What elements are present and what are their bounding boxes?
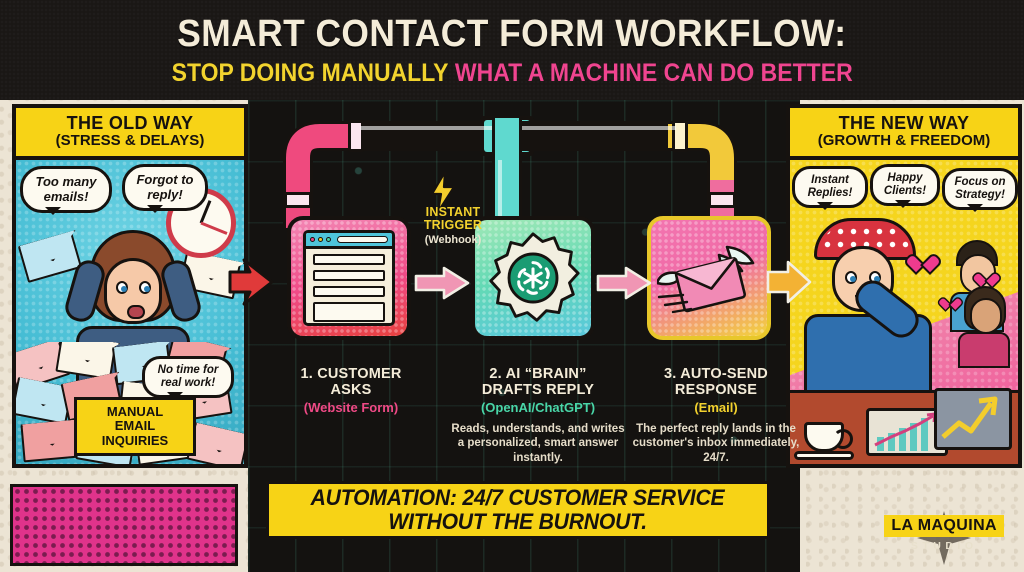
trigger-webhook-text: (Webhook) [424, 233, 482, 246]
step-1-source: (Website Form) [303, 400, 399, 416]
form-field-2 [313, 270, 385, 281]
step-1-title: 1. CUSTOMER [300, 366, 402, 382]
old-way-panel: THE OLD WAY (STRESS & DELAYS) [12, 104, 248, 468]
arrow-step2-to-step3-icon [596, 266, 652, 300]
winged-envelope-icon [657, 245, 755, 314]
new-way-subheading: (GROWTH & FREEDOM) [817, 132, 991, 150]
instant-trigger-label: INSTANT TRIGGER (Webhook) [407, 205, 499, 246]
old-way-artwork: Too many emails! Forgot to reply! No tim… [16, 160, 244, 464]
speech-bubble-focus-on-strategy: Focus on Strategy! [942, 168, 1018, 212]
title-bar: SMART CONTACT FORM WORKFLOW: STOP DOING … [0, 0, 1024, 100]
form-message-field [313, 302, 385, 322]
heart-icon [912, 256, 930, 273]
step-3-title-line2: RESPONSE [674, 382, 758, 399]
step-3-card[interactable] [647, 216, 771, 340]
logo-name: LA MAQUINA [884, 515, 1004, 537]
new-way-header: THE NEW WAY (GROWTH & FREEDOM) [790, 108, 1018, 160]
mouth [127, 305, 145, 319]
browser-form-icon [303, 230, 395, 326]
step-3-description: The perfect reply lands in the customer'… [632, 423, 800, 464]
step-1-title-line2: ASKS [330, 382, 372, 399]
speech-bubble-forgot-to-reply: Forgot to reply! [122, 164, 208, 214]
window-dot-red [310, 237, 315, 242]
rosie-riveter-icon [804, 218, 932, 418]
speech-bubble-no-time: No time for real work! [142, 356, 234, 400]
studio-logo[interactable]: LA MAQUINA STUDIO [884, 511, 1004, 565]
face [970, 298, 1002, 334]
eye-left [116, 281, 128, 294]
trigger-line-1: INSTANT [425, 205, 481, 219]
step-3-title: 3. AUTO-SEND [664, 366, 768, 382]
window-dot-green [326, 237, 331, 242]
trigger-line-2: TRIGGER [423, 218, 483, 233]
step-3-source: (Email) [694, 400, 738, 416]
arrow-step3-to-new-icon [766, 260, 812, 304]
automation-banner: AUTOMATION: 24/7 CUSTOMER SERVICE WITHOU… [266, 481, 770, 539]
page-subtitle: STOP DOING MANUALLY WHAT A MACHINE CAN D… [171, 58, 853, 87]
form-field-3 [313, 286, 385, 297]
manual-email-inquiries-tag: MANUAL EMAIL INQUIRIES [74, 397, 196, 456]
heart-icon [978, 274, 992, 288]
happy-client-female-icon [958, 286, 1012, 368]
browser-titlebar [306, 233, 392, 249]
diamond-star-icon [917, 511, 972, 565]
arrow-old-to-step1-icon [228, 258, 274, 306]
pipe-system-graphic [283, 116, 737, 228]
banner-line-1: AUTOMATION: 24/7 CUSTOMER SERVICE [311, 485, 725, 511]
torso [958, 332, 1010, 368]
old-way-subheading: (STRESS & DELAYS) [55, 132, 205, 150]
laptop-growth-icon [934, 388, 1012, 450]
new-way-panel: THE NEW WAY (GROWTH & FREEDOM) [786, 104, 1022, 468]
heart-icon [943, 299, 956, 311]
subtitle-yellow-part: STOP DOING MANUALLY [171, 58, 449, 87]
new-way-heading: THE NEW WAY [838, 113, 970, 134]
step-2-title-line2: DRAFTS REPLY [481, 382, 595, 399]
speech-bubble-instant-replies: Instant Replies! [792, 166, 868, 210]
speech-bubble-too-many-emails: Too many emails! [20, 166, 112, 216]
eye-right [139, 281, 151, 294]
subtitle-pink-part: WHAT A MACHINE CAN DO BETTER [454, 58, 853, 87]
eye-left [845, 271, 857, 284]
speech-bubble-happy-clients: Happy Clients! [870, 164, 940, 208]
form-field-1 [313, 254, 385, 265]
arrow-step1-to-step2-icon [414, 266, 470, 300]
step-2-description: Reads, understands, and writes a persona… [451, 423, 625, 464]
coffee-cup-icon [804, 422, 853, 452]
step-2-title: 2. AI “BRAIN” [489, 366, 587, 382]
window-dot-yellow [318, 237, 323, 242]
old-way-header: THE OLD WAY (STRESS & DELAYS) [16, 108, 244, 160]
saucer [794, 451, 854, 460]
banner-line-2: WITHOUT THE BURNOUT. [388, 509, 648, 534]
browser-address-bar [337, 236, 388, 243]
lightning-bolt-icon [430, 172, 456, 212]
step-2-source: (OpenAI/ChatGPT) [480, 400, 596, 416]
magenta-halftone-block [10, 484, 238, 566]
gear-openai-icon [489, 232, 580, 322]
new-way-artwork: Instant Replies! Happy Clients! Focus on… [790, 160, 1018, 464]
step-1-card[interactable] [287, 216, 411, 340]
page-title: SMART CONTACT FORM WORKFLOW: [177, 12, 847, 55]
old-way-heading: THE OLD WAY [66, 113, 194, 134]
face [104, 258, 162, 324]
step-2-caption: 2. AI “BRAIN” DRAFTS REPLY (OpenAI/ChatG… [450, 366, 626, 465]
step-1-caption: 1. CUSTOMER ASKS (Website Form) [266, 366, 436, 416]
logo-subtitle: STUDIO [910, 540, 978, 552]
envelope-icon [20, 419, 80, 463]
step-3-caption: 3. AUTO-SEND RESPONSE (Email) The perfec… [628, 366, 804, 465]
growth-arrow-graphic [941, 396, 998, 439]
